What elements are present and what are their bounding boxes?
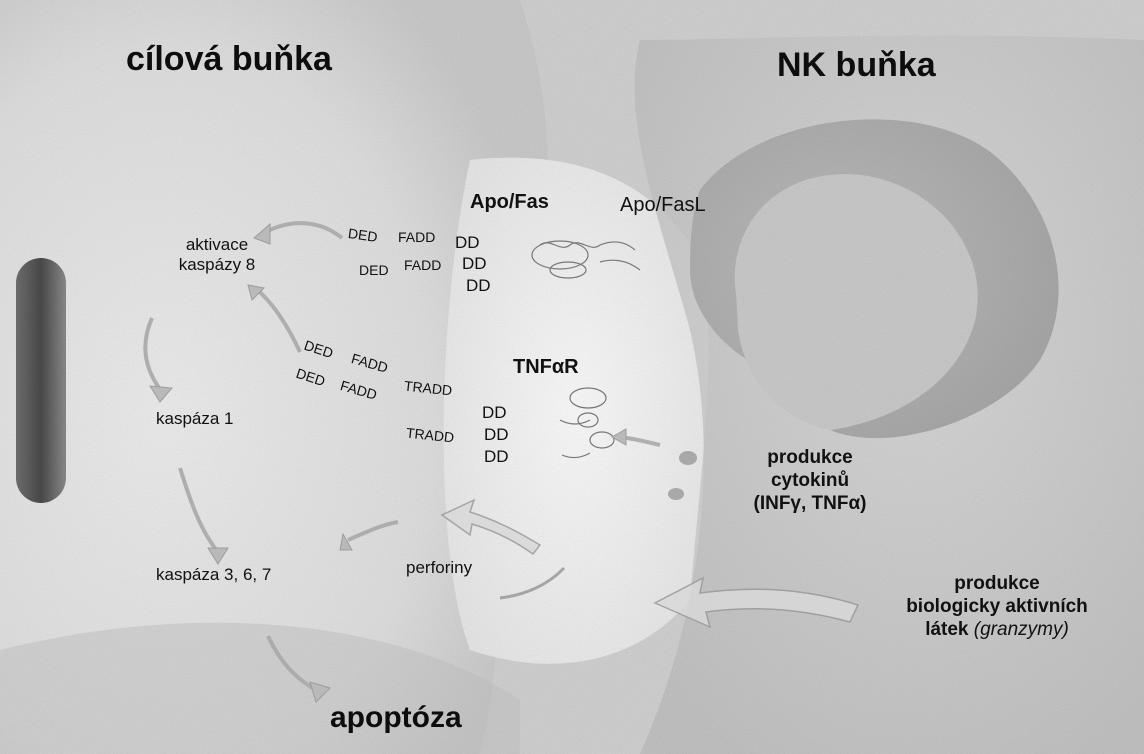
caspase1-label: kaspáza 1 <box>156 410 234 427</box>
bio-line3-plain: látek <box>925 619 968 640</box>
fadd-domain: FADD <box>398 230 435 244</box>
apoptosis-label: apoptóza <box>330 703 462 733</box>
dd-domain: DD <box>466 277 491 294</box>
ded-domain: DED <box>347 226 378 244</box>
dd-domain: DD <box>482 404 507 421</box>
cytokine-line2: cytokinů <box>715 469 905 492</box>
bioactive-production-label: produkce biologicky aktivních látek (gra… <box>866 572 1128 641</box>
bio-line3: látek (granzymy) <box>866 618 1128 641</box>
apo-fasl-label: Apo/FasL <box>620 195 706 215</box>
caspase8-activation-label: aktivace kaspázy 8 <box>158 235 276 275</box>
cytokine-line1: produkce <box>715 446 905 469</box>
apo-fas-label: Apo/Fas <box>470 192 549 212</box>
ded-domain: DED <box>359 263 389 277</box>
nk-cell-title: NK buňka <box>777 48 936 82</box>
dd-domain: DD <box>484 448 509 465</box>
cytokine-line3: (INFγ, TNFα) <box>715 492 905 515</box>
dd-domain: DD <box>484 426 509 443</box>
granzymes-label: (granzymy) <box>974 619 1069 640</box>
caspase8-line1: aktivace <box>158 235 276 255</box>
tnfar-label: TNFαR <box>513 357 579 377</box>
dd-domain: DD <box>455 234 480 251</box>
bio-line1: produkce <box>866 572 1128 595</box>
cytokine-production-label: produkce cytokinů (INFγ, TNFα) <box>715 446 905 515</box>
caspase8-line2: kaspázy 8 <box>158 255 276 275</box>
dd-domain: DD <box>462 255 487 272</box>
target-cell-title: cílová buňka <box>126 42 332 76</box>
bio-line2: biologicky aktivních <box>866 595 1128 618</box>
caspase367-label: kaspáza 3, 6, 7 <box>156 566 271 583</box>
fadd-domain: FADD <box>404 258 441 272</box>
perforins-label: perforiny <box>406 559 472 576</box>
